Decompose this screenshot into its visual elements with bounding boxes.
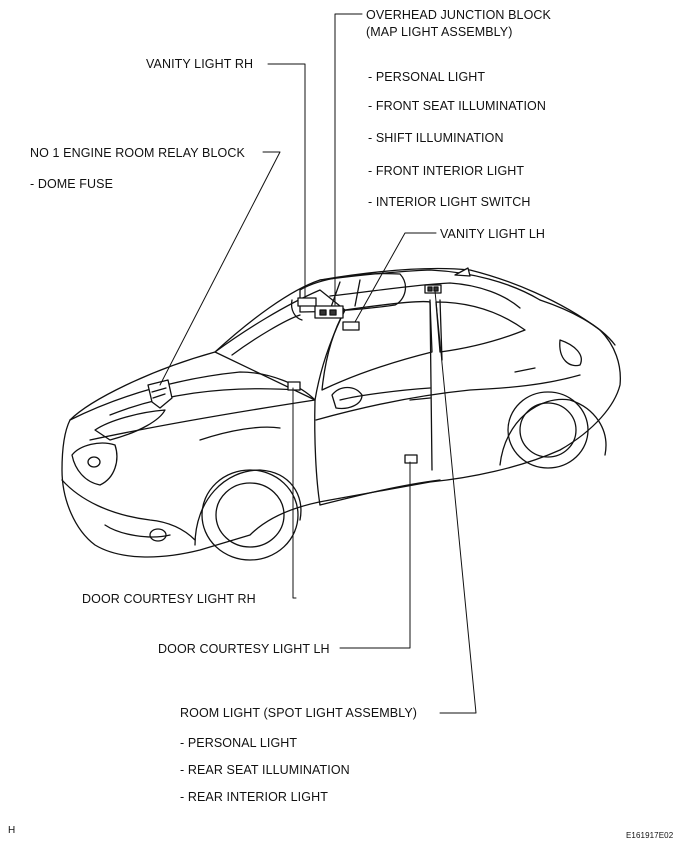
relay-block-item: - DOME FUSE <box>30 177 114 191</box>
door-courtesy-lh-label: DOOR COURTESY LIGHT LH <box>158 642 330 656</box>
room-light-item: - REAR INTERIOR LIGHT <box>180 790 328 804</box>
footer-left-code: H <box>8 825 16 836</box>
overhead-item: - PERSONAL LIGHT <box>368 70 486 84</box>
overhead-junction-block-label: OVERHEAD JUNCTION BLOCK <box>366 8 551 22</box>
relay-block-label: NO 1 ENGINE ROOM RELAY BLOCK <box>30 146 245 160</box>
door-courtesy-rh-label: DOOR COURTESY LIGHT RH <box>82 592 256 606</box>
windshield <box>214 289 346 401</box>
leader-lines <box>159 13 477 714</box>
room-light-label: ROOM LIGHT (SPOT LIGHT ASSEMBLY) <box>180 706 418 720</box>
door-courtesy-rh-part <box>287 381 301 391</box>
overhead-junction-block-subtitle: (MAP LIGHT ASSEMBLY) <box>366 25 513 39</box>
overhead-item: - FRONT SEAT ILLUMINATION <box>368 99 546 113</box>
overhead-junction-block-part <box>314 305 344 319</box>
figure-id: E161917E02 <box>626 831 674 840</box>
rear-door-window <box>435 301 526 353</box>
overhead-item: - SHIFT ILLUMINATION <box>368 131 504 145</box>
car-body-outline <box>61 267 621 558</box>
room-light-item: - REAR SEAT ILLUMINATION <box>180 763 350 777</box>
fog-light <box>149 528 167 542</box>
vanity-light-lh-label: VANITY LIGHT LH <box>440 227 546 241</box>
overhead-item: - INTERIOR LIGHT SWITCH <box>368 195 531 209</box>
front-wheel <box>201 469 299 561</box>
vanity-light-rh-part <box>297 297 317 307</box>
room-light-part <box>424 284 442 294</box>
front-door-window <box>321 300 433 391</box>
headlight <box>94 409 166 441</box>
door-courtesy-lh-part <box>404 454 418 464</box>
vanity-light-lh-part <box>342 321 360 331</box>
vanity-light-rh-label: VANITY LIGHT RH <box>146 57 254 71</box>
rear-wheel <box>507 391 589 469</box>
room-light-item: - PERSONAL LIGHT <box>180 736 298 750</box>
side-mirror <box>331 386 363 410</box>
overhead-item: - FRONT INTERIOR LIGHT <box>368 164 525 178</box>
grille <box>71 442 118 486</box>
relay-block-part <box>147 379 173 409</box>
